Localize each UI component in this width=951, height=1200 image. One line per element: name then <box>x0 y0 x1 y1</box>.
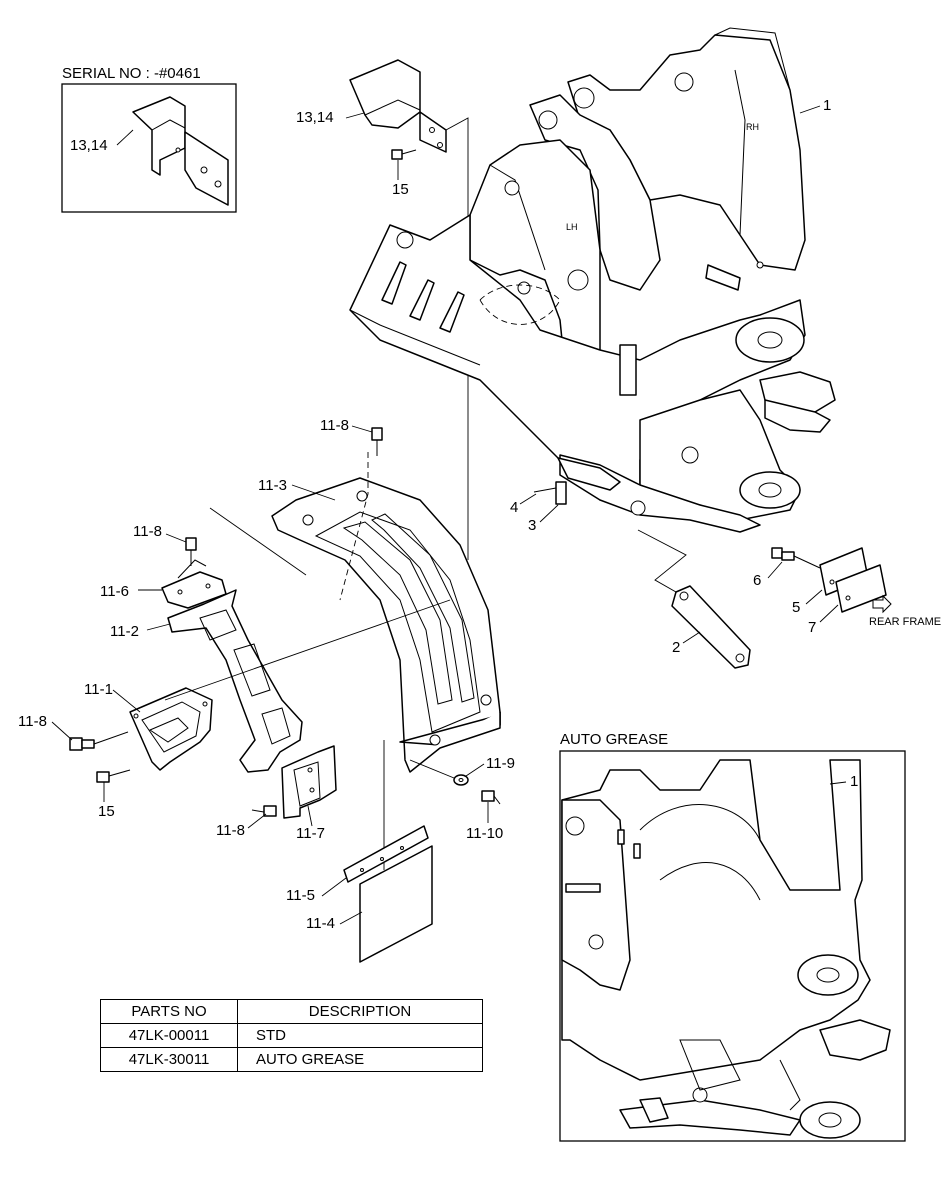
callout-11-7: 11-7 <box>296 825 325 842</box>
callout-11-6: 11-6 <box>100 583 129 600</box>
callout-7: 7 <box>808 619 816 636</box>
bracket-11-2: 11-2 <box>110 589 303 773</box>
mudflap-11-4: 11-4 <box>306 845 433 963</box>
bolt-11-8-left: 11-8 <box>18 713 129 751</box>
part-no-cell: 47LK-00011 <box>100 1023 238 1048</box>
description-cell: STD <box>237 1023 483 1048</box>
auto-grease-title: AUTO GREASE <box>560 731 668 748</box>
callout-11-5: 11-5 <box>286 887 315 904</box>
serial-callout: 13,14 <box>70 137 108 154</box>
callout-11-10: 11-10 <box>466 825 503 842</box>
auto-grease-frame <box>559 750 906 1142</box>
parts-table: PARTS NO DESCRIPTION 47LK-00011 STD 47LK… <box>100 999 483 1072</box>
bolt-path-dashed <box>339 452 369 601</box>
callout-13-14: 13,14 <box>296 109 334 126</box>
table-row: 47LK-00011 STD <box>100 1023 483 1048</box>
link-2: 2 <box>671 585 751 669</box>
rear-frame-arrow-icon <box>872 594 892 614</box>
header-description: DESCRIPTION <box>237 999 483 1024</box>
cover-bracket-small <box>132 96 229 206</box>
callout-11-1: 11-1 <box>84 681 113 698</box>
bolt-15-bottom: 15 <box>96 769 131 820</box>
callout-11-8-left: 11-8 <box>18 713 47 730</box>
bolt-6 <box>771 547 821 569</box>
callout-3: 3 <box>528 517 536 534</box>
washer-11-9: 11-9 <box>409 755 515 786</box>
fender-11-3: 11-3 <box>258 477 501 773</box>
callout-11-8-mid: 11-8 <box>133 523 162 540</box>
cover-13-14: 13,14 <box>296 59 447 153</box>
rh-mark: RH <box>746 122 759 132</box>
pin-3-4: 4 3 <box>510 457 621 534</box>
auto-grease-callout-1: 1 <box>850 773 858 790</box>
bolt-11-8-top: 11-8 <box>320 417 383 456</box>
callout-2: 2 <box>672 639 680 656</box>
bolt-11-8-bottom: 11-8 <box>216 805 277 839</box>
callout-5: 5 <box>792 599 800 616</box>
serial-inset-title: SERIAL NO : -#0461 <box>62 65 201 82</box>
callout-11-2: 11-2 <box>110 623 139 640</box>
callout-15-bottom: 15 <box>98 803 115 820</box>
bolt-15-top: 15 <box>391 149 417 198</box>
callout-11-3: 11-3 <box>258 477 287 494</box>
table-row: 47LK-30011 AUTO GREASE <box>100 1047 483 1072</box>
plate-11-5: 11-5 <box>286 825 429 904</box>
auto-grease-inset: AUTO GREASE 1 <box>559 731 906 1142</box>
callout-11-9: 11-9 <box>486 755 515 772</box>
callout-11-8-bottom: 11-8 <box>216 822 245 839</box>
rear-frame-note: REAR FRAME <box>869 616 941 628</box>
callout-11-8-top: 11-8 <box>320 417 349 434</box>
header-parts-no: PARTS NO <box>100 999 238 1024</box>
part-no-cell: 47LK-30011 <box>100 1047 238 1072</box>
bracket-11-1: 11-1 <box>84 681 213 771</box>
callout-1: 1 <box>823 97 831 114</box>
assembly-line-fender-2 <box>164 599 451 701</box>
pads-5-7: 6 5 7 REAR FRAME <box>753 547 941 636</box>
lh-mark: LH <box>566 222 578 232</box>
callout-11-4: 11-4 <box>306 915 335 932</box>
assembly-line-fender-1 <box>209 507 307 576</box>
serial-inset-frame <box>61 83 237 213</box>
bolt-11-8-mid: 11-8 <box>133 523 197 566</box>
callout-6: 6 <box>753 572 761 589</box>
bracket-11-7: 11-7 <box>281 745 337 842</box>
assembly-line-2 <box>637 529 691 601</box>
serial-inset: SERIAL NO : -#0461 13,14 <box>61 65 237 213</box>
callout-15-top: 15 <box>392 181 409 198</box>
bolt-11-10: 11-10 <box>466 790 503 842</box>
main-frame: RH LH 1 <box>349 27 836 533</box>
bracket-11-6: 11-6 <box>100 559 227 609</box>
parts-table-header-row: PARTS NO DESCRIPTION <box>100 999 483 1024</box>
callout-4: 4 <box>510 499 518 516</box>
description-cell: AUTO GREASE <box>237 1047 483 1072</box>
